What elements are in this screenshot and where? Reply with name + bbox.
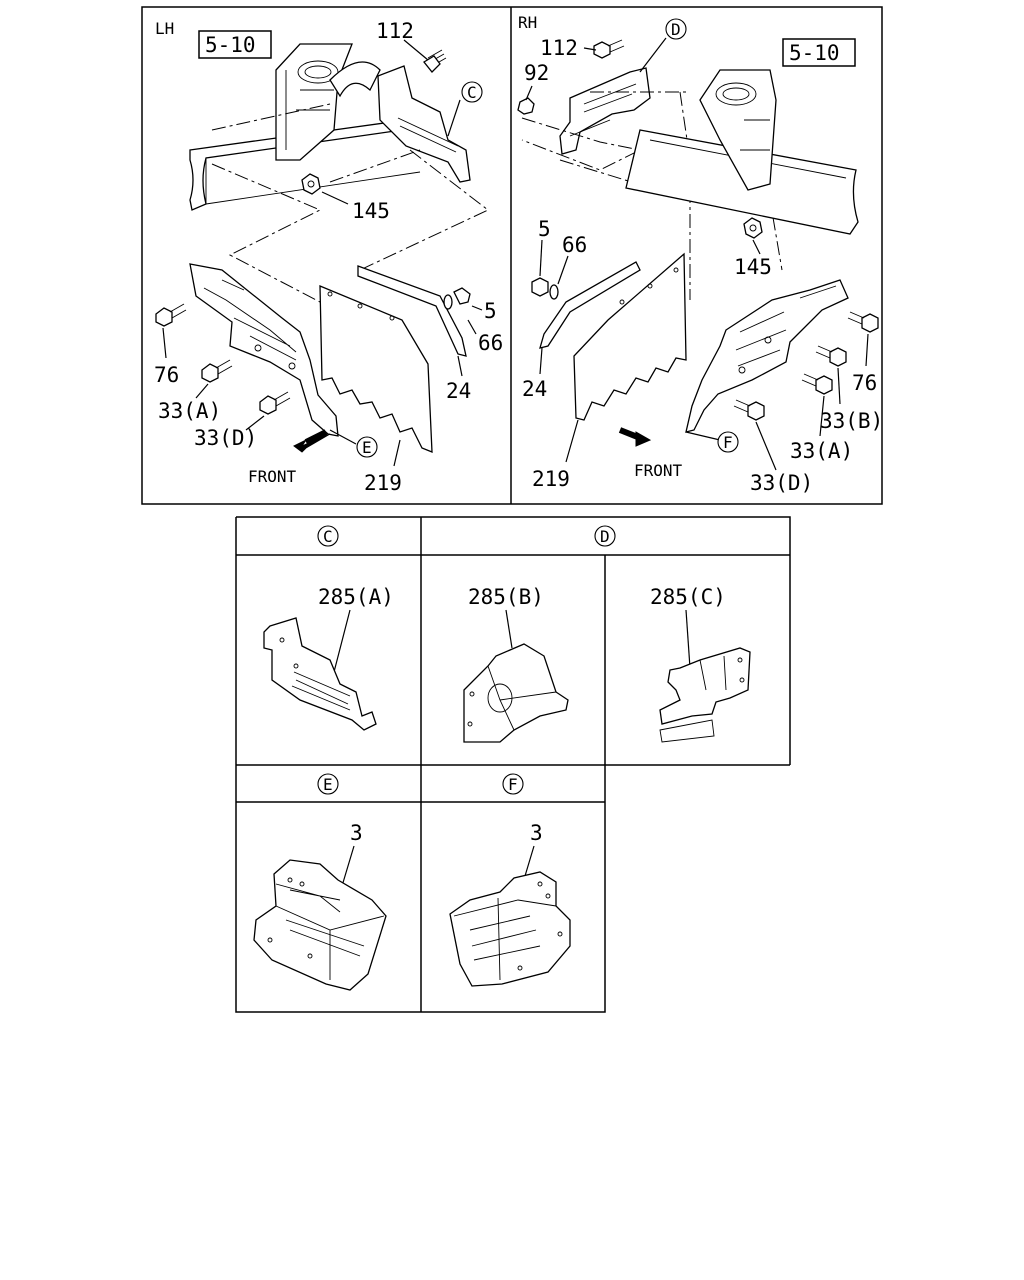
rh-callout-112: 112	[540, 36, 578, 60]
rh-callout-33a: 33(A)	[790, 439, 853, 463]
rh-ref-label: 5-10	[789, 41, 840, 65]
rh-strip-24	[539, 261, 641, 349]
rh-callout-33b: 33(B)	[820, 409, 883, 433]
rh-bracket-d	[559, 67, 651, 155]
detail-table: C D E F 285(A) 285(B) 285(C) 3 3	[235, 516, 791, 1013]
rh-callout-d: D	[671, 20, 681, 39]
detail-part-285c: 285(C)	[650, 585, 726, 609]
lh-front-arrow	[293, 433, 331, 453]
part-3-e-stay	[253, 859, 387, 991]
lh-callout-c: C	[467, 83, 477, 102]
detail-header-f: F	[508, 775, 518, 794]
lh-callout-5: 5	[484, 299, 497, 323]
rh-callout-66: 66	[562, 233, 587, 257]
rh-marker-f-circle	[717, 431, 739, 453]
lh-ref-label: 5-10	[205, 33, 256, 57]
lh-front-label: FRONT	[248, 467, 297, 486]
part-285b-bracket	[463, 643, 569, 743]
rh-callout-5: 5	[538, 217, 551, 241]
rh-callout-219: 219	[532, 467, 570, 491]
rh-marker-d-circle	[665, 18, 687, 40]
lh-callout-24: 24	[446, 379, 471, 403]
detail-header-e: E	[323, 775, 333, 794]
rh-front-arrow	[635, 431, 652, 447]
rh-side-label: RH	[518, 13, 537, 32]
lh-tow-hook	[329, 61, 381, 98]
lh-panel: LH 5-10	[154, 19, 503, 495]
rh-mudguard-stay	[685, 279, 849, 433]
rh-mudguard	[573, 252, 687, 421]
rh-callout-76: 76	[852, 371, 877, 395]
detail-part-285a: 285(A)	[318, 585, 394, 609]
lh-callout-33d: 33(D)	[194, 426, 257, 450]
rh-front-label: FRONT	[634, 461, 683, 480]
rh-callout-f: F	[723, 433, 733, 452]
lh-ref-box	[198, 30, 272, 59]
lh-callout-76: 76	[154, 363, 179, 387]
lh-marker-e-circle	[356, 436, 378, 458]
lh-callout-145: 145	[352, 199, 390, 223]
rh-panel: RH 5-10	[517, 13, 883, 495]
part-3-f-stay	[449, 871, 571, 987]
rh-frame-rail	[625, 129, 859, 235]
rh-callout-33d: 33(D)	[750, 471, 813, 495]
lh-marker-c-circle	[461, 81, 483, 103]
lh-callout-219: 219	[364, 471, 402, 495]
rh-callout-92: 92	[524, 61, 549, 85]
lh-bracket-tower	[275, 43, 353, 161]
detail-part-3-f: 3	[530, 821, 543, 845]
rh-callout-145: 145	[734, 255, 772, 279]
lh-mudguard-stay	[189, 263, 339, 437]
lh-mudguard	[319, 285, 433, 453]
detail-part-3-e: 3	[350, 821, 363, 845]
lh-callout-e: E	[362, 438, 372, 457]
detail-header-c: C	[323, 527, 333, 546]
detail-part-285b: 285(B)	[468, 585, 544, 609]
lh-side-label: LH	[155, 19, 174, 38]
part-285a-bracket	[263, 617, 377, 731]
lh-callout-66: 66	[478, 331, 503, 355]
lh-bracket-c	[377, 65, 471, 183]
rh-ref-box	[782, 38, 856, 67]
lh-callout-33a: 33(A)	[158, 399, 221, 423]
detail-header-d: D	[600, 527, 610, 546]
main-diagram-frame	[141, 6, 883, 505]
lh-callout-112: 112	[376, 19, 414, 43]
rh-callout-24: 24	[522, 377, 547, 401]
